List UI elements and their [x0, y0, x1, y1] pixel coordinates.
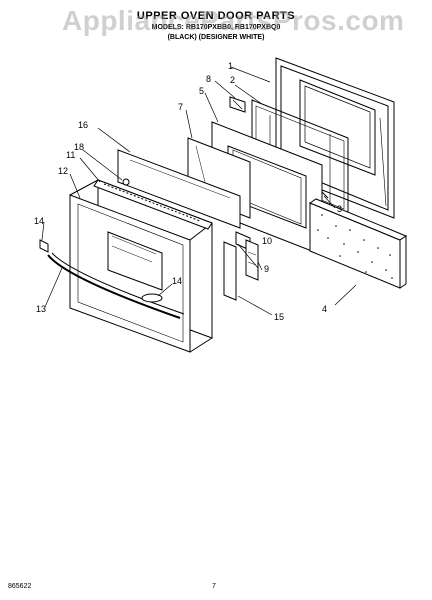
- callout-13: 13: [36, 304, 46, 314]
- callout-3: 3: [337, 204, 342, 214]
- callout-10: 10: [262, 236, 272, 246]
- part-9-hinge-bracket: [245, 239, 259, 281]
- part-16-insulation-panel: [117, 149, 241, 229]
- part-14-door-handle: [39, 239, 185, 319]
- callout-12: 12: [58, 166, 68, 176]
- page-number: 7: [212, 583, 216, 590]
- leader-lines: [41, 66, 357, 316]
- callout-2: 2: [230, 75, 235, 85]
- model-line: MODELS: RB170PXBB0, RB170PXBQ0: [151, 24, 281, 31]
- callout-7: 7: [178, 102, 183, 112]
- callout-18: 18: [74, 142, 84, 152]
- callout-labels: 1 2 8 5 7 3 16 18 11 12 14 10 9 4 13 14 …: [34, 61, 342, 322]
- footer-code: 865622: [8, 583, 32, 590]
- callout-16: 16: [78, 120, 88, 130]
- callout-14-lower: 14: [172, 276, 182, 286]
- callout-14-upper: 14: [34, 216, 44, 226]
- callout-15: 15: [274, 312, 284, 322]
- callout-5: 5: [199, 86, 204, 96]
- part-8-clip: [229, 96, 246, 113]
- part-3-clip: [321, 191, 329, 199]
- callout-9: 9: [264, 264, 269, 274]
- watermark: AppliancePartsPros.com: [62, 5, 405, 36]
- diagram-title: UPPER OVEN DOOR PARTS: [136, 10, 296, 22]
- part-4-insulation-block: [308, 198, 408, 289]
- variant-line: (BLACK) (DESIGNER WHITE): [167, 34, 265, 41]
- callout-8: 8: [206, 74, 211, 84]
- part-18-screw: [122, 178, 130, 186]
- part-11-vent-strip: [93, 179, 213, 230]
- callout-11: 11: [66, 150, 75, 160]
- callout-1: 1: [228, 61, 233, 71]
- part-15-side-trim: [223, 241, 237, 301]
- callout-4: 4: [322, 304, 327, 314]
